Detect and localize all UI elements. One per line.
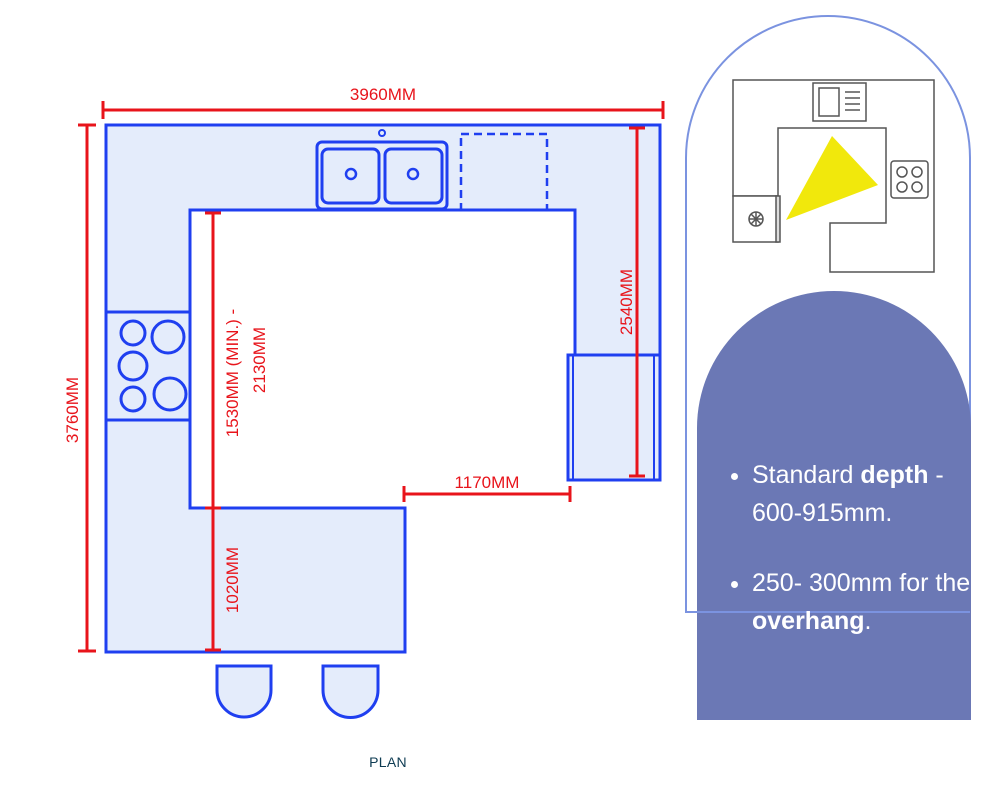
fridge-outline — [566, 353, 662, 482]
mini-kitchen-plan — [732, 79, 935, 273]
sink-icon — [315, 129, 449, 211]
plan-caption: PLAN — [369, 754, 407, 770]
dim-overall-width: 3960MM — [350, 85, 416, 104]
info-bullets: Standard depth - 600-915mm. 250- 300mm f… — [722, 456, 984, 672]
bullet-depth: Standard depth - 600-915mm. — [752, 456, 984, 532]
dishwasher-outline — [459, 132, 549, 212]
work-triangle — [786, 136, 878, 220]
stool-right — [321, 664, 380, 719]
dim-peninsula-depth: 1020MM — [223, 547, 242, 613]
dim-walkway: 1530MM (MIN.) - — [223, 309, 242, 437]
dimension-lines — [78, 101, 665, 653]
dim-overall-height: 3760MM — [63, 377, 82, 443]
stool-left — [215, 664, 273, 719]
dim-peninsula-gap: 1170MM — [455, 473, 520, 492]
dim-right-run: 2540MM — [617, 269, 636, 335]
cooktop-icon — [104, 310, 192, 422]
dim-walkway-max: 2130MM — [250, 327, 269, 393]
bullet-overhang: 250- 300mm for the overhang. — [752, 564, 984, 640]
